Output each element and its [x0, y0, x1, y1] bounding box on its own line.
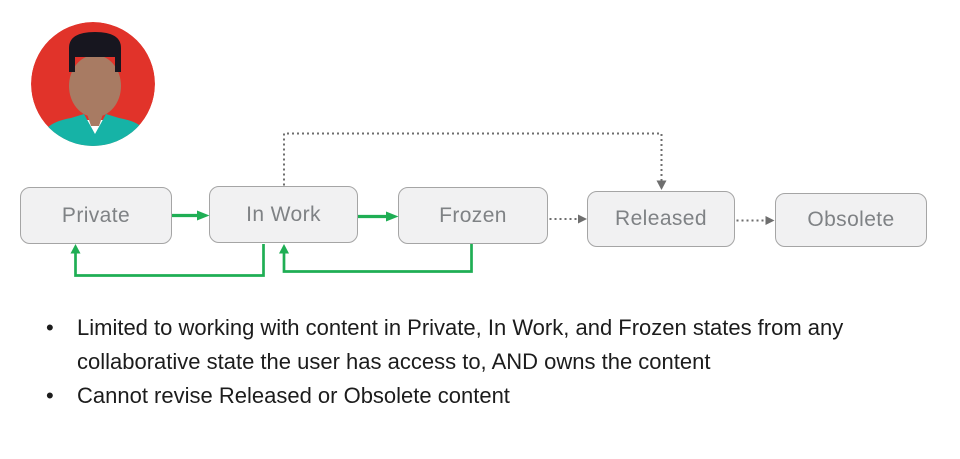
- arrow-inwork-to-private-loop: [70, 244, 265, 277]
- bullet-item-1: • Limited to working with content in Pri…: [46, 311, 936, 379]
- user-avatar-icon: [31, 22, 155, 146]
- state-box-inwork: In Work: [209, 186, 358, 243]
- bullet-1-line-2: collaborative state the user has access …: [77, 349, 711, 374]
- arrow-inwork-to-frozen: [358, 211, 399, 222]
- arrow-released-to-obsolete: [736, 216, 775, 225]
- state-box-private: Private: [20, 187, 172, 244]
- avatar-shirt-shape: [39, 114, 151, 146]
- avatar-hair-shape: [69, 32, 121, 72]
- arrow-frozen-to-inwork-loop: [279, 244, 473, 273]
- avatar-face-shape: [69, 55, 121, 117]
- state-box-obsolete: Obsolete: [775, 193, 927, 247]
- bullet-item-2: • Cannot revise Released or Obsolete con…: [46, 379, 936, 413]
- arrow-private-to-inwork: [172, 210, 210, 221]
- arrow-inwork-to-released-overtop: [283, 132, 667, 190]
- bullet-1-line-1: Limited to working with content in Priva…: [77, 315, 844, 340]
- state-box-frozen: Frozen: [398, 187, 548, 244]
- state-box-released: Released: [587, 191, 735, 247]
- bullet-2-line-1: Cannot revise Released or Obsolete conte…: [77, 383, 510, 408]
- bullet-list: • Limited to working with content in Pri…: [46, 311, 936, 413]
- arrow-frozen-to-released: [549, 214, 587, 224]
- bullet-marker: •: [46, 315, 54, 340]
- bullet-marker: •: [46, 383, 54, 408]
